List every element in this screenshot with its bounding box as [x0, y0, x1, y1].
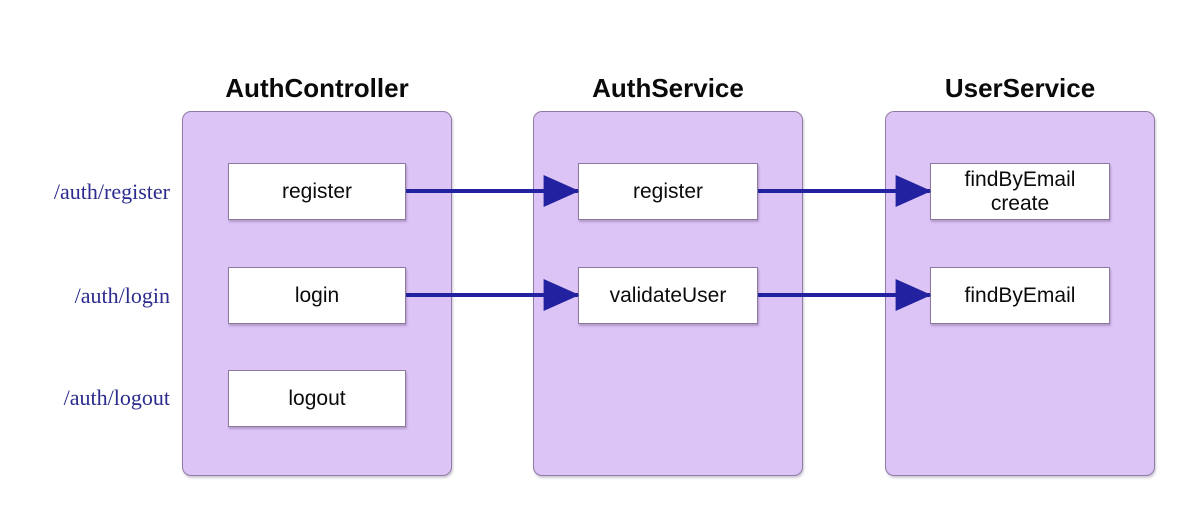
method-label-secondary: create	[990, 191, 1050, 215]
method-label: findByEmail	[964, 283, 1076, 307]
method-label: register	[281, 179, 353, 203]
method-label: findByEmail	[964, 167, 1076, 191]
method-label: login	[294, 283, 340, 307]
method-box-service-register[interactable]: register	[578, 163, 758, 220]
method-box-user-find-by-email[interactable]: findByEmail	[930, 267, 1110, 324]
lane-title-auth-service: AuthService	[592, 73, 744, 103]
route-label-login: /auth/login	[74, 283, 170, 308]
method-box-controller-logout[interactable]: logout	[228, 370, 406, 427]
method-box-service-validate-user[interactable]: validateUser	[578, 267, 758, 324]
route-label-logout: /auth/logout	[63, 385, 170, 410]
method-box-controller-login[interactable]: login	[228, 267, 406, 324]
method-label: logout	[288, 386, 346, 410]
method-box-controller-register[interactable]: register	[228, 163, 406, 220]
lane-title-user-service: UserService	[944, 73, 1096, 103]
method-label: register	[632, 179, 704, 203]
lane-title-auth-controller: AuthController	[225, 73, 409, 103]
method-box-user-find-create[interactable]: findByEmail create	[930, 163, 1110, 220]
method-label: validateUser	[609, 283, 727, 307]
route-label-register: /auth/register	[53, 179, 170, 204]
